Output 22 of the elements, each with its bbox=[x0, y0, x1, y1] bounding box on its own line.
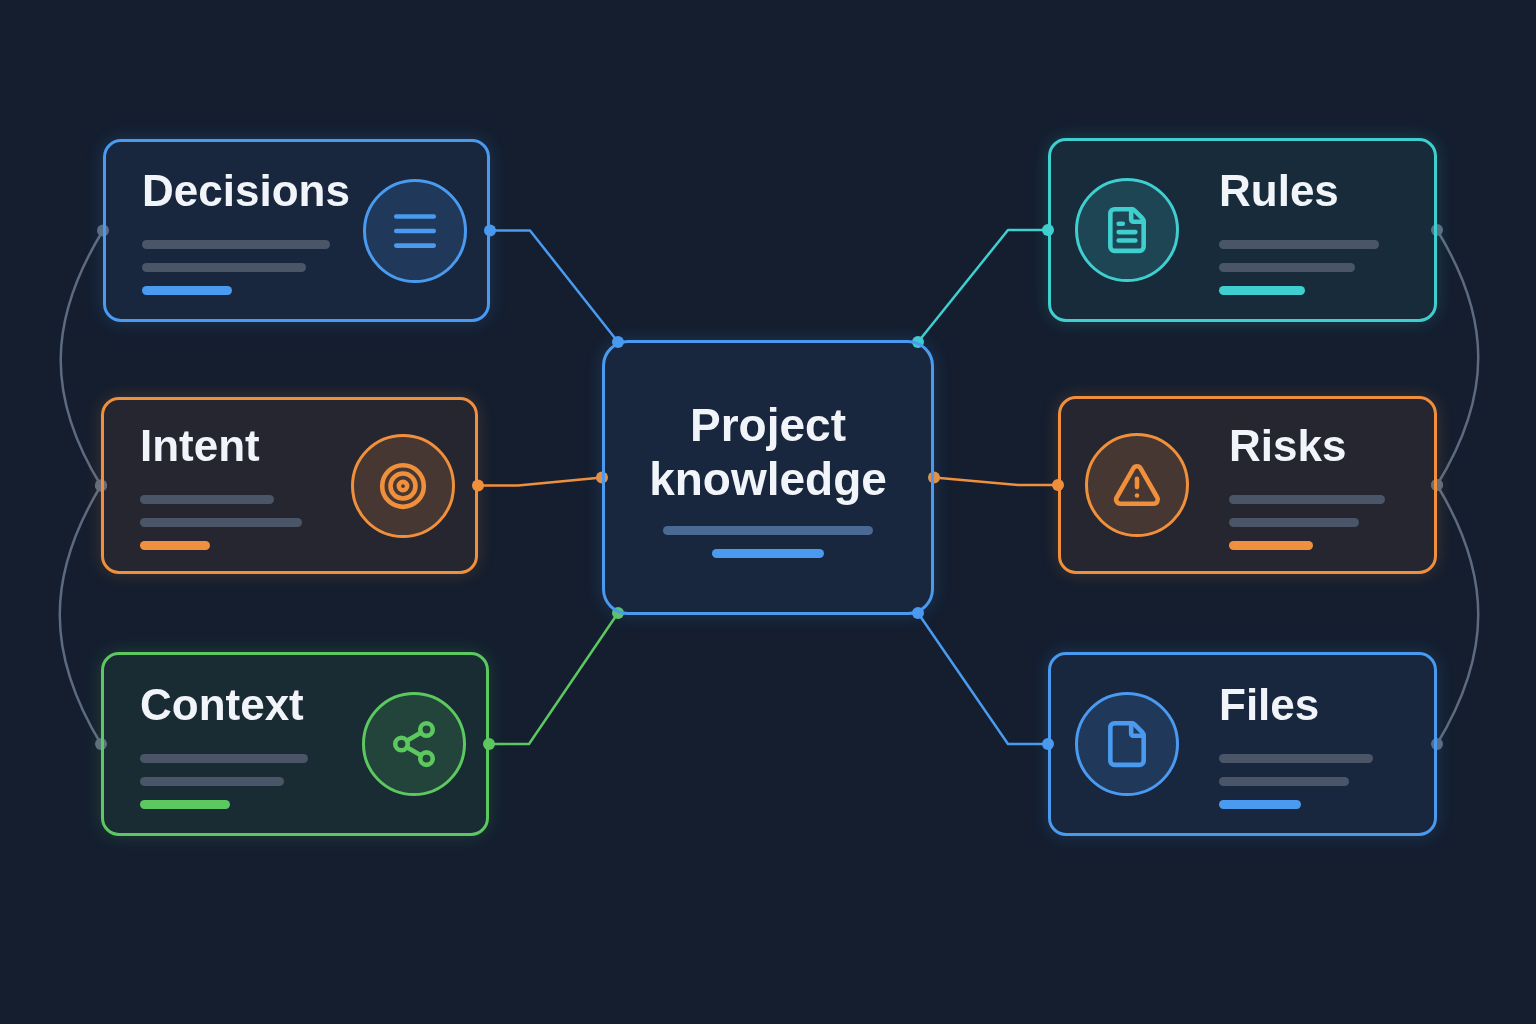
hub-card bbox=[602, 340, 934, 615]
card-title: Risks bbox=[1229, 420, 1348, 471]
card-title: Decisions bbox=[142, 166, 350, 216]
card-title: Intent bbox=[140, 421, 261, 471]
card-title: Context bbox=[140, 679, 305, 730]
connector bbox=[912, 224, 1054, 348]
connector bbox=[483, 607, 624, 750]
topic-card bbox=[1048, 138, 1437, 322]
topic-card bbox=[101, 652, 489, 836]
connector bbox=[484, 224, 624, 348]
topic-card bbox=[1048, 652, 1437, 836]
topic-card bbox=[101, 397, 478, 574]
connector bbox=[928, 471, 1064, 491]
topic-card bbox=[103, 139, 490, 322]
card-title: Rules bbox=[1219, 165, 1340, 216]
topic-card bbox=[1058, 396, 1437, 574]
card-title: Files bbox=[1219, 679, 1321, 730]
connector bbox=[1431, 479, 1480, 750]
connector bbox=[472, 471, 608, 492]
connector bbox=[912, 607, 1054, 750]
hub-title: Project knowledge bbox=[648, 397, 888, 506]
connector bbox=[58, 479, 107, 750]
